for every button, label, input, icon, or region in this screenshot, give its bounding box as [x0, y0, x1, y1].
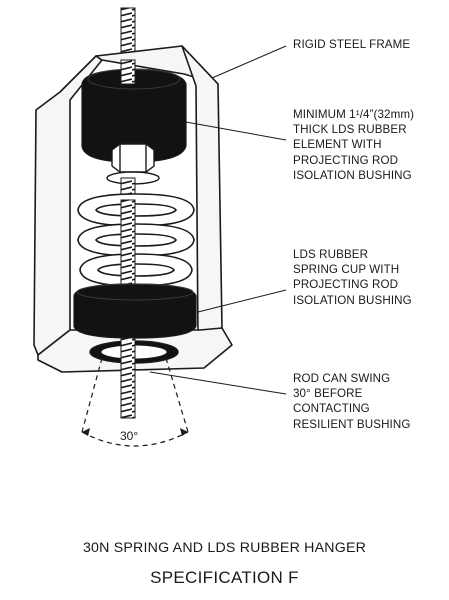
hex-nut — [106, 143, 160, 185]
specification-label: SPECIFICATION F — [150, 568, 299, 587]
callout-rod-swing: ROD CAN SWING 30° BEFORE CONTACTING RESI… — [293, 372, 411, 431]
leader-swing — [149, 371, 287, 395]
swing-cone — [81, 357, 189, 447]
angle-label: 30° — [120, 429, 139, 443]
leader-frame — [211, 45, 287, 79]
diagram-title: 30N SPRING AND LDS RUBBER HANGER — [82, 540, 367, 556]
leader-cup — [197, 289, 287, 313]
callout-rubber-element: MINIMUM 1¹/4”(32mm) THICK LDS RUBBER ELE… — [293, 108, 415, 182]
angle-arrow-left — [82, 428, 90, 436]
leader-lines — [149, 45, 287, 395]
threaded-rod-bottom — [120, 337, 136, 419]
angle-arrow-right — [180, 428, 188, 436]
coil-spring — [77, 193, 195, 297]
callout-rigid-steel-frame: RIGID STEEL FRAME — [293, 38, 411, 51]
leader-element — [185, 121, 287, 141]
lds-rubber-spring-cup — [73, 283, 197, 339]
callout-spring-cup: LDS RUBBER SPRING CUP WITH PROJECTING RO… — [293, 248, 412, 307]
lds-rubber-element — [81, 59, 187, 163]
